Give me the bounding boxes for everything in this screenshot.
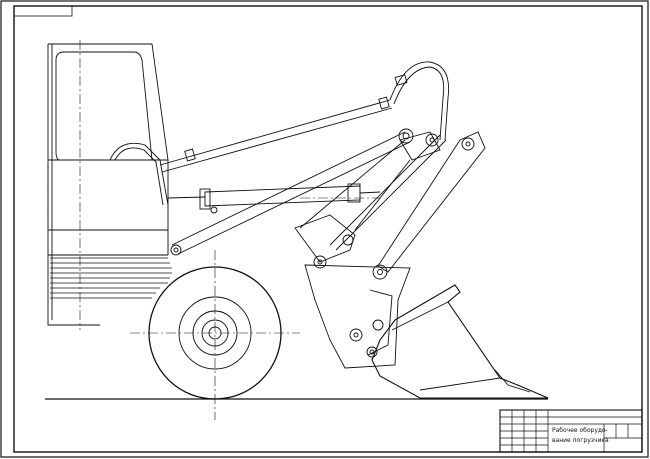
title-line-2: вание погрузчика: [552, 437, 609, 444]
lift-cylinder: [167, 183, 381, 214]
bucket: [366, 284, 549, 399]
center-lines: [79, 40, 380, 420]
upper-link-rod: [159, 96, 393, 173]
front-wheel: [148, 266, 282, 400]
hydraulic-hose: [109, 61, 450, 206]
rocker-linkage: [294, 131, 441, 269]
title-block: [499, 409, 643, 453]
cab-window: [55, 51, 153, 161]
tilt-cylinder: [372, 131, 486, 280]
tilt-arm: [299, 133, 475, 251]
top-left-stamp: [13, 5, 73, 17]
bucket-frame: [304, 264, 411, 369]
drawing-frame: [13, 5, 643, 453]
grille-bars: [50, 257, 172, 299]
tractor-cab: [47, 43, 169, 326]
title-line-1: Рабочее оборудо-: [552, 427, 608, 434]
